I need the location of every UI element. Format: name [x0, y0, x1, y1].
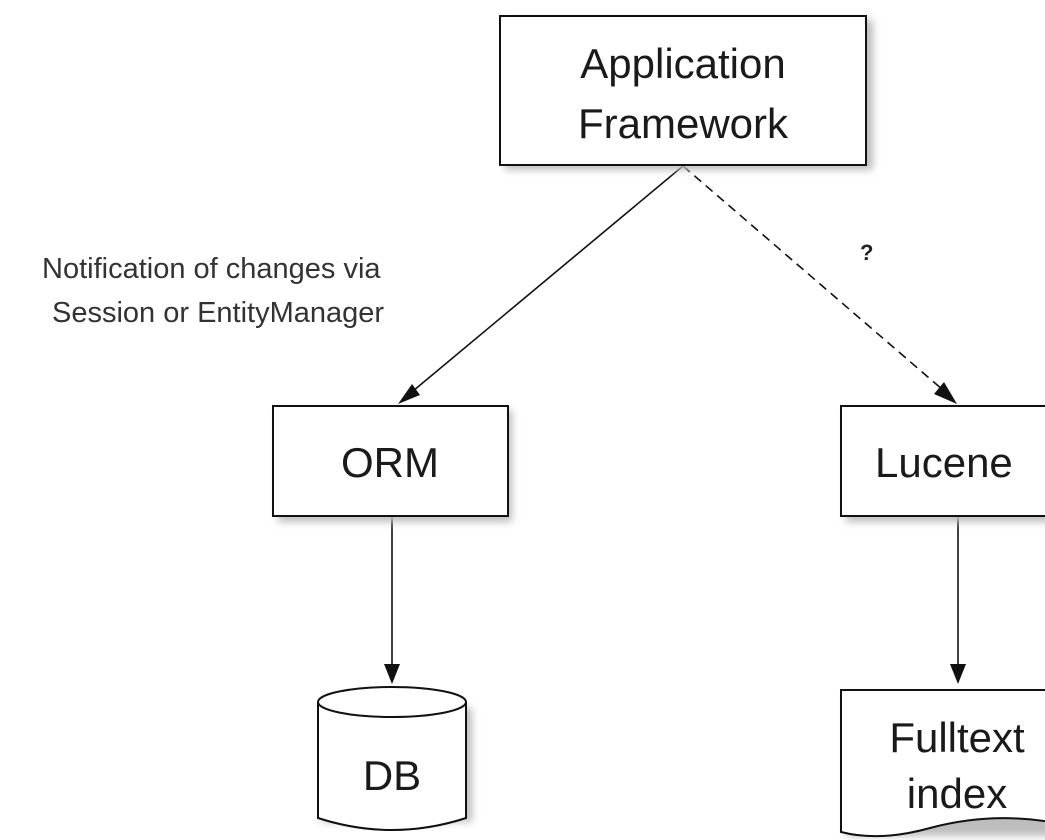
arrowhead-index — [950, 664, 966, 684]
node-application-framework: Application Framework — [499, 15, 873, 170]
node-lucene: Lucene — [840, 405, 1045, 522]
node-orm: ORM — [272, 405, 512, 522]
arrowhead-orm — [398, 384, 420, 404]
node-fulltext-index-line2: index — [907, 770, 1007, 817]
edge-framework-to-lucene — [682, 165, 957, 404]
node-fulltext-index: Fulltext index — [840, 689, 1045, 838]
edge-orm-to-db — [384, 517, 400, 684]
node-db: DB — [317, 686, 472, 831]
node-db-label: DB — [363, 752, 421, 799]
node-application-framework-line2: Framework — [578, 100, 789, 147]
edge-framework-to-orm — [398, 165, 684, 404]
arrowhead-lucene — [934, 382, 957, 404]
node-orm-label: ORM — [341, 439, 439, 486]
edge-label-question: ? — [860, 240, 873, 265]
edge-label-notification-line2: Session or EntityManager — [52, 297, 384, 329]
node-application-framework-line1: Application — [580, 40, 785, 87]
arrowhead-db — [384, 664, 400, 684]
edge-lucene-to-index — [950, 517, 966, 684]
edge-label-notification-line1: Notification of changes via — [42, 253, 381, 285]
node-fulltext-index-line1: Fulltext — [889, 714, 1025, 761]
node-lucene-label: Lucene — [875, 439, 1013, 486]
